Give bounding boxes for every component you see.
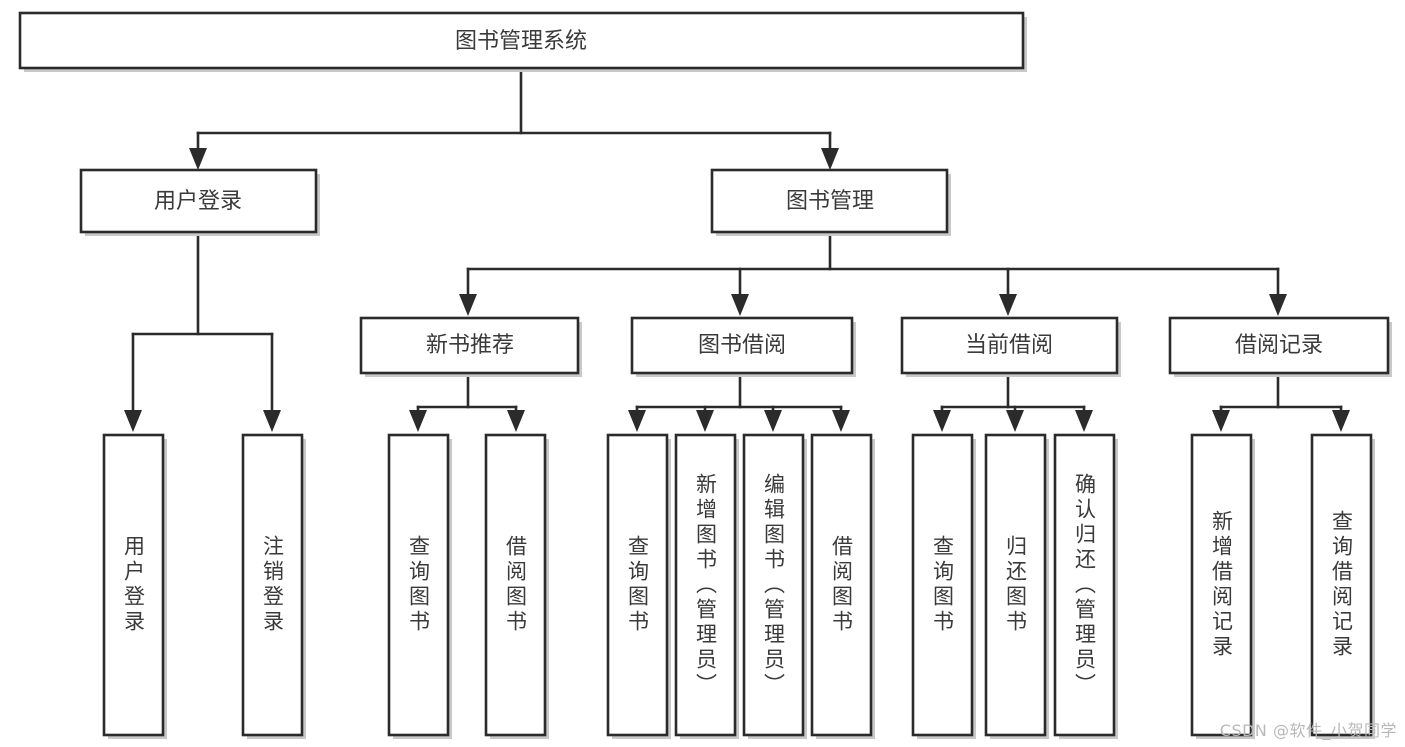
arrow-head-current-leaf-2	[1006, 410, 1024, 432]
leaf-node-edit-book[interactable]	[742, 433, 807, 739]
leaf-add-borrow-record-box[interactable]	[1190, 433, 1253, 737]
node-book-borrow-box[interactable]	[630, 316, 854, 375]
arrow-head-user-login-leaf-2	[263, 410, 281, 432]
node-borrow-records-label: 借阅记录	[1235, 333, 1323, 358]
connector-group-root	[189, 66, 839, 170]
leaf-query-borrow-record-box[interactable]	[1310, 433, 1373, 737]
connector-group-records	[1212, 371, 1350, 432]
arrow-head-new-book-leaf-2	[507, 410, 525, 432]
leaf-node-boxes	[102, 433, 1375, 739]
node-new-book-recommend-box[interactable]	[359, 316, 580, 375]
connector-group-book-mgmt	[459, 230, 1287, 316]
arrow-head-current-leaf-3	[1075, 410, 1093, 432]
node-root[interactable]: 图书管理系统	[18, 11, 1027, 72]
node-borrow-records-box[interactable]	[1168, 316, 1390, 375]
arrow-head-book-mgmt-to-borrow	[731, 294, 749, 316]
node-new-book-recommend[interactable]: 新书推荐	[359, 316, 582, 377]
arrow-head-borrow-leaf-1	[628, 410, 646, 432]
node-book-mgmt[interactable]: 图书管理	[710, 168, 951, 236]
leaf-borrow-book-2-box[interactable]	[810, 433, 873, 737]
node-user-login-box[interactable]	[79, 168, 318, 234]
node-root-label: 图书管理系统	[455, 29, 587, 54]
leaf-query-book-3-box[interactable]	[911, 433, 974, 737]
connector-group-user-login	[124, 230, 281, 432]
csdn-watermark: CSDN @软件_小贺同学	[1219, 721, 1397, 740]
node-root-box[interactable]	[18, 11, 1025, 70]
leaf-node-borrow-book-1[interactable]	[484, 433, 549, 739]
leaf-node-confirm-return[interactable]	[1053, 433, 1118, 739]
leaf-node-query-book-3[interactable]	[911, 433, 976, 739]
leaf-node-borrow-book-2[interactable]	[810, 433, 875, 739]
leaf-node-user-login[interactable]	[102, 433, 167, 739]
arrow-head-book-mgmt-to-new-book	[459, 294, 477, 316]
node-book-mgmt-box[interactable]	[710, 168, 949, 234]
leaf-node-logout[interactable]	[241, 433, 306, 739]
leaf-node-query-borrow-record[interactable]	[1310, 433, 1375, 739]
node-book-mgmt-label: 图书管理	[786, 189, 874, 214]
leaf-node-add-borrow-record[interactable]	[1190, 433, 1255, 739]
arrow-head-book-mgmt-to-records	[1269, 294, 1287, 316]
node-current-borrow[interactable]: 当前借阅	[900, 316, 1121, 377]
node-current-borrow-box[interactable]	[900, 316, 1119, 375]
connector-group-borrow	[628, 371, 850, 432]
arrow-head-user-login-leaf-1	[124, 410, 142, 432]
leaf-query-book-1-box[interactable]	[387, 433, 450, 737]
arrow-head-records-leaf-1	[1212, 410, 1230, 432]
leaf-confirm-return-box[interactable]	[1053, 433, 1116, 737]
leaf-user-login-box[interactable]	[102, 433, 165, 737]
leaf-node-return-book[interactable]	[984, 433, 1049, 739]
leaf-logout-box[interactable]	[241, 433, 304, 737]
leaf-node-query-book-1[interactable]	[387, 433, 452, 739]
leaf-query-book-2-box[interactable]	[606, 433, 669, 737]
leaf-node-query-book-2[interactable]	[606, 433, 671, 739]
connector-group-current	[933, 371, 1093, 432]
arrow-head-new-book-leaf-1	[409, 410, 427, 432]
arrow-head-root-to-user-login	[189, 148, 207, 170]
arrow-head-root-to-book-mgmt	[821, 148, 839, 170]
arrow-head-records-leaf-2	[1332, 410, 1350, 432]
arrow-head-borrow-leaf-2	[696, 410, 714, 432]
leaf-borrow-book-1-box[interactable]	[484, 433, 547, 737]
node-user-login-label: 用户登录	[154, 189, 242, 214]
node-book-borrow[interactable]: 图书借阅	[630, 316, 856, 377]
connector-group-new-book	[409, 371, 525, 432]
node-new-book-recommend-label: 新书推荐	[426, 333, 514, 358]
arrow-head-borrow-leaf-3	[764, 410, 782, 432]
arrow-head-book-mgmt-to-current	[999, 294, 1017, 316]
node-book-borrow-label: 图书借阅	[698, 333, 786, 358]
leaf-node-add-book[interactable]	[674, 433, 739, 739]
node-user-login[interactable]: 用户登录	[79, 168, 320, 236]
arrow-head-current-leaf-1	[933, 410, 951, 432]
node-borrow-records[interactable]: 借阅记录	[1168, 316, 1392, 377]
leaf-edit-book-box[interactable]	[742, 433, 805, 737]
arrow-head-borrow-leaf-4	[832, 410, 850, 432]
leaf-return-book-box[interactable]	[984, 433, 1047, 737]
leaf-add-book-box[interactable]	[674, 433, 737, 737]
node-current-borrow-label: 当前借阅	[965, 333, 1053, 358]
